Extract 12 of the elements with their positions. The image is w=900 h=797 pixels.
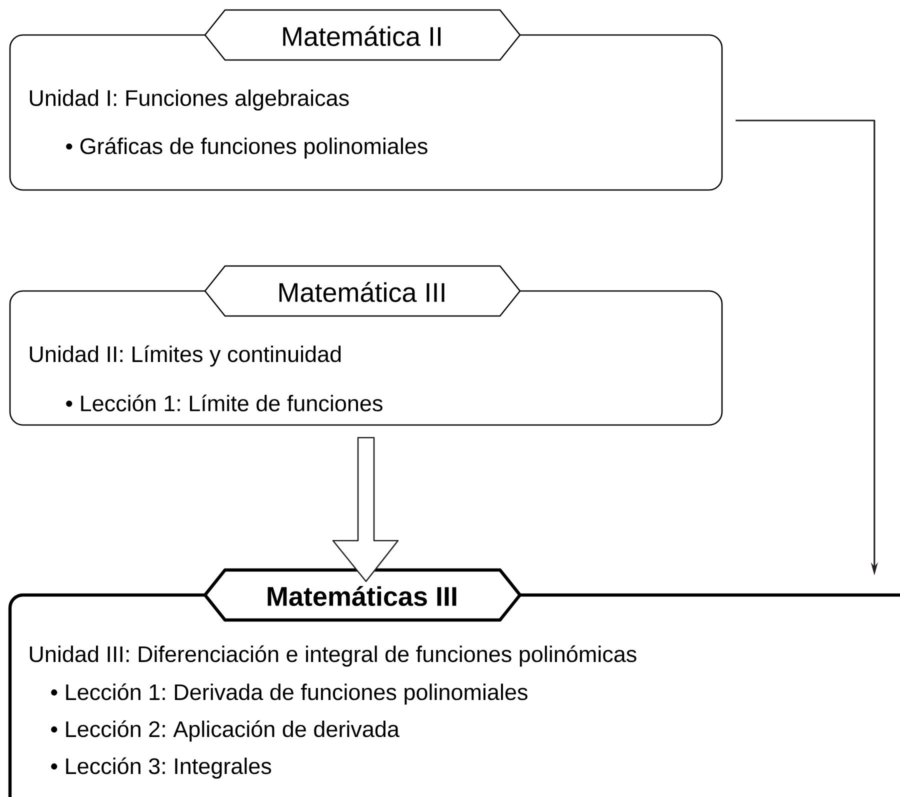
bullet-item: • Gráficas de funciones polinomiales	[66, 137, 428, 159]
heading-tab: Matemática III	[204, 265, 521, 317]
unit-text: Unidad II: Límites y continuidad	[30, 345, 341, 367]
bullet-item: • Lección 1: Límite de funciones	[66, 394, 382, 412]
bullet-item: • Lección 1: Derivada de funciones polinomiales	[51, 683, 528, 705]
hollow-arrow	[332, 437, 399, 582]
bullet-item: • Lección 3: Integrales	[51, 757, 272, 779]
bullet-item: • Lección 2: Aplicación de derivada	[51, 720, 400, 742]
unit-text: Unidad III: Diferenciación e integral de funciones polinómicas	[30, 645, 636, 667]
heading-tab: Matemáticas III	[203, 568, 522, 622]
heading-tab: Matemática II	[204, 9, 521, 61]
unit-text: Unidad I: Funciones algebraicas	[30, 90, 349, 110]
